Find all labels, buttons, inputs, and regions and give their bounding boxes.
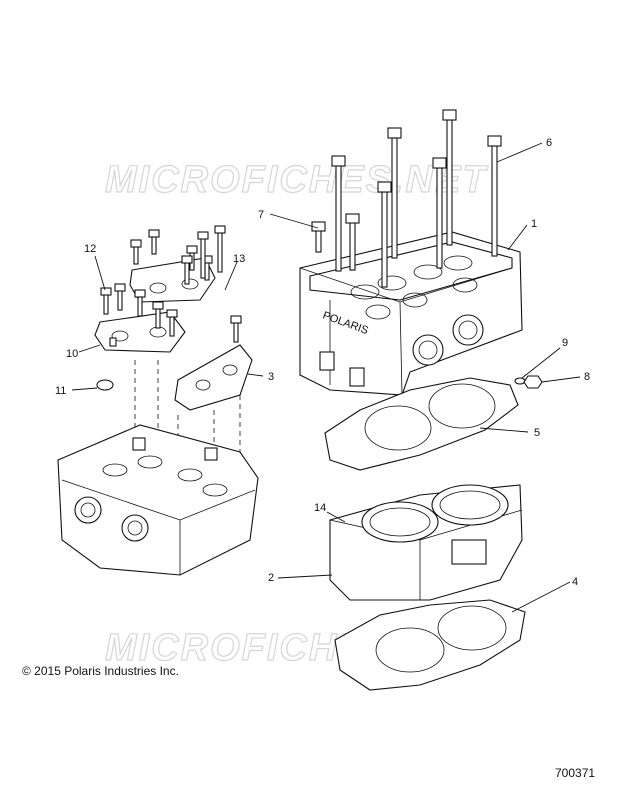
callout-6: 6 [546, 137, 552, 149]
head-bolts [331, 109, 502, 288]
callout-7: 7 [258, 209, 264, 221]
callout-5: 5 [534, 427, 540, 439]
callout-labels: 1 2 3 4 5 6 7 8 9 10 11 12 13 14 [55, 137, 590, 588]
callout-12: 12 [84, 243, 96, 255]
callout-8: 8 [584, 371, 590, 383]
cap-bolts [100, 225, 242, 343]
leader-lines [71, 142, 581, 613]
copyright-notice: © 2015 Polaris Industries Inc. [22, 664, 179, 678]
watermark-top: MICROFICHES.NET [105, 159, 488, 201]
callout-1: 1 [531, 218, 537, 230]
callout-13: 13 [233, 253, 245, 265]
callout-3: 3 [268, 371, 274, 383]
seal-plug [96, 379, 114, 391]
nut [523, 375, 543, 389]
cylinder-head-assembly: POLARIS [299, 231, 523, 396]
dowel-pin [109, 337, 117, 347]
cam-carrier [174, 344, 253, 411]
cylinder-head-view [57, 424, 259, 576]
head-gasket [324, 377, 519, 471]
base-gasket [334, 599, 526, 691]
callout-2: 2 [268, 572, 274, 584]
callout-4: 4 [572, 576, 578, 588]
callout-11: 11 [55, 385, 66, 397]
callout-10: 10 [66, 348, 78, 360]
washer [514, 377, 526, 385]
callout-14: 14 [314, 502, 326, 514]
cylinder-block [329, 484, 523, 601]
cam-cap-lower [94, 311, 186, 353]
drawing-number: 700371 [555, 766, 596, 780]
callout-9: 9 [562, 337, 568, 349]
short-bolts [311, 213, 360, 271]
